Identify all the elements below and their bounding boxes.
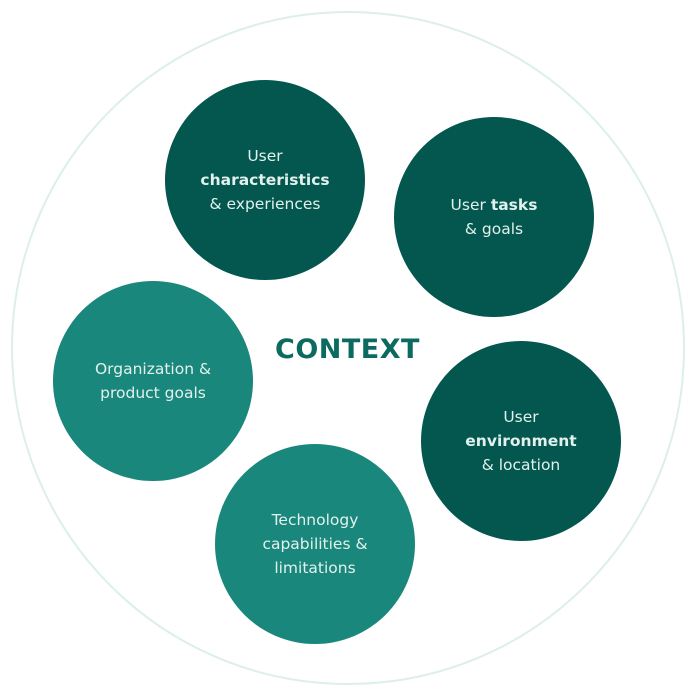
circle-line: capabilities & — [262, 535, 368, 553]
circle-line: & experiences — [209, 195, 321, 213]
circle-line: product goals — [100, 384, 206, 402]
circle-line: Technology — [271, 511, 359, 529]
circle-line: User — [247, 147, 283, 165]
circle-bold-label: environment — [465, 432, 577, 450]
circle-line: User tasks — [451, 193, 538, 217]
circle-bold-label: tasks — [490, 196, 538, 214]
circle-user-environment: User environment & location — [421, 341, 621, 541]
circle-prefix: User — [450, 196, 491, 214]
circle-line: User — [503, 408, 539, 426]
circle-line: & location — [481, 456, 561, 474]
circle-line: & goals — [464, 220, 524, 238]
circle-bold-label: characteristics — [200, 171, 330, 189]
circle-line: Organization & — [94, 360, 212, 378]
circle-user-characteristics: User characteristics & experiences — [165, 80, 365, 280]
circle-line: limitations — [274, 559, 356, 577]
context-ring — [11, 11, 685, 685]
circle-organization-goals: Organization & product goals — [53, 281, 253, 481]
circle-technology: Technology capabilities & limitations — [215, 444, 415, 644]
context-title: CONTEXT — [275, 334, 420, 365]
circle-user-tasks: User tasks & goals — [394, 117, 594, 317]
